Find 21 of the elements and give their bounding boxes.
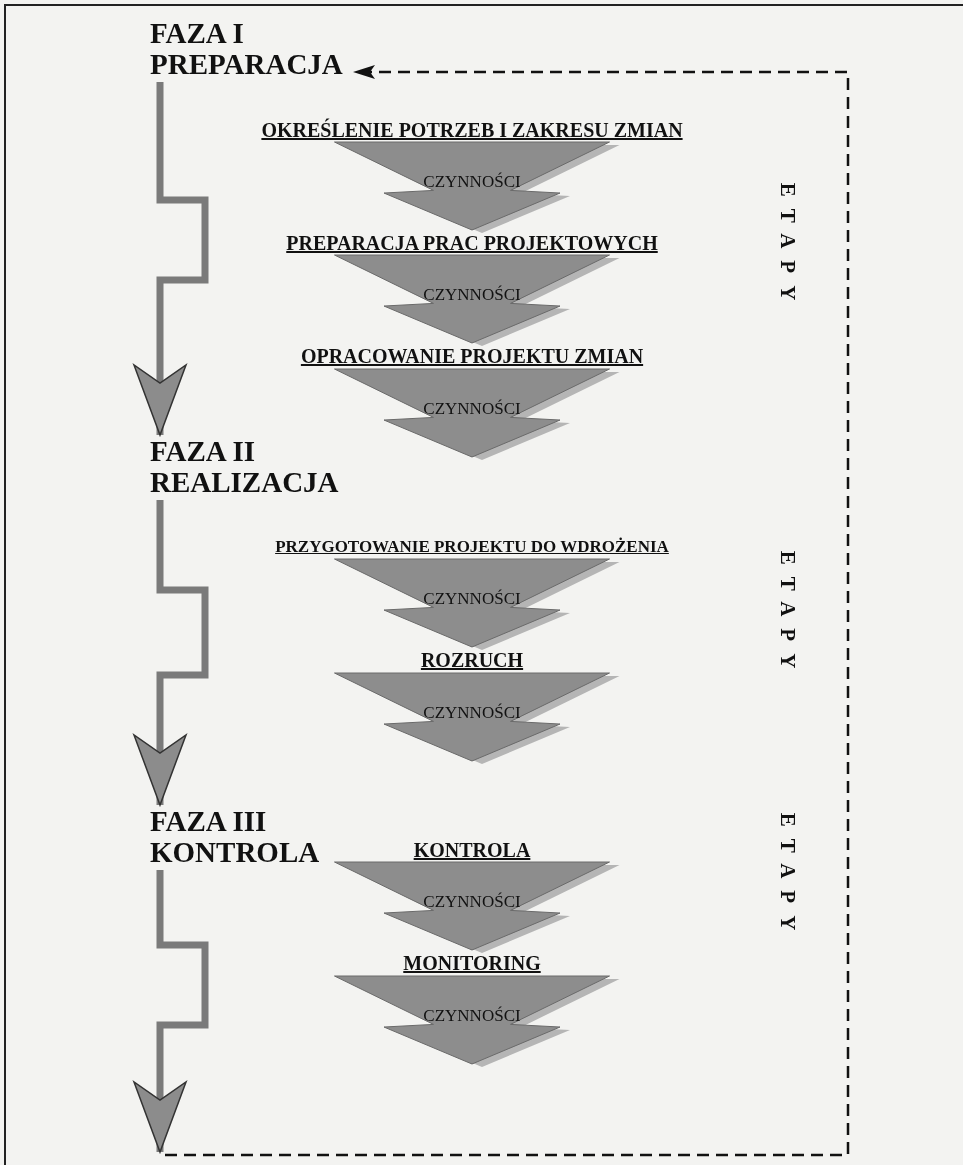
- stage-title: MONITORING: [403, 951, 541, 975]
- edge-label: CZYNNOŚCI: [423, 1005, 521, 1026]
- vertical-label: ETAPY: [774, 550, 800, 681]
- stage-title: ROZRUCH: [420, 648, 524, 672]
- stage-title: OPRACOWANIE PROJEKTU ZMIAN: [300, 344, 644, 368]
- stage-title: PRZYGOTOWANIE PROJEKTU DO WDROŻENIA: [275, 535, 669, 559]
- edge-label: CZYNNOŚCI: [423, 702, 521, 723]
- edge-label: CZYNNOŚCI: [423, 588, 521, 609]
- edge-label: CZYNNOŚCI: [423, 284, 521, 305]
- stage-title: OKREŚLENIE POTRZEB I ZAKRESU ZMIAN: [261, 118, 683, 142]
- vertical-label: ETAPY: [774, 812, 800, 943]
- edge-label: CZYNNOŚCI: [423, 891, 521, 912]
- stage-title: KONTROLA: [413, 838, 531, 862]
- phase-label: FAZA III KONTROLA: [150, 806, 350, 868]
- edge-label: CZYNNOŚCI: [423, 171, 521, 192]
- dashed-feedback-arrow: [165, 65, 850, 1157]
- phase-label: FAZA I PREPARACJA: [150, 18, 350, 80]
- edge-label: CZYNNOŚCI: [423, 398, 521, 419]
- stage-title: PREPARACJA PRAC PROJEKTOWYCH: [286, 231, 658, 255]
- vertical-label: ETAPY: [774, 182, 800, 313]
- phase-label: FAZA II REALIZACJA: [150, 436, 350, 498]
